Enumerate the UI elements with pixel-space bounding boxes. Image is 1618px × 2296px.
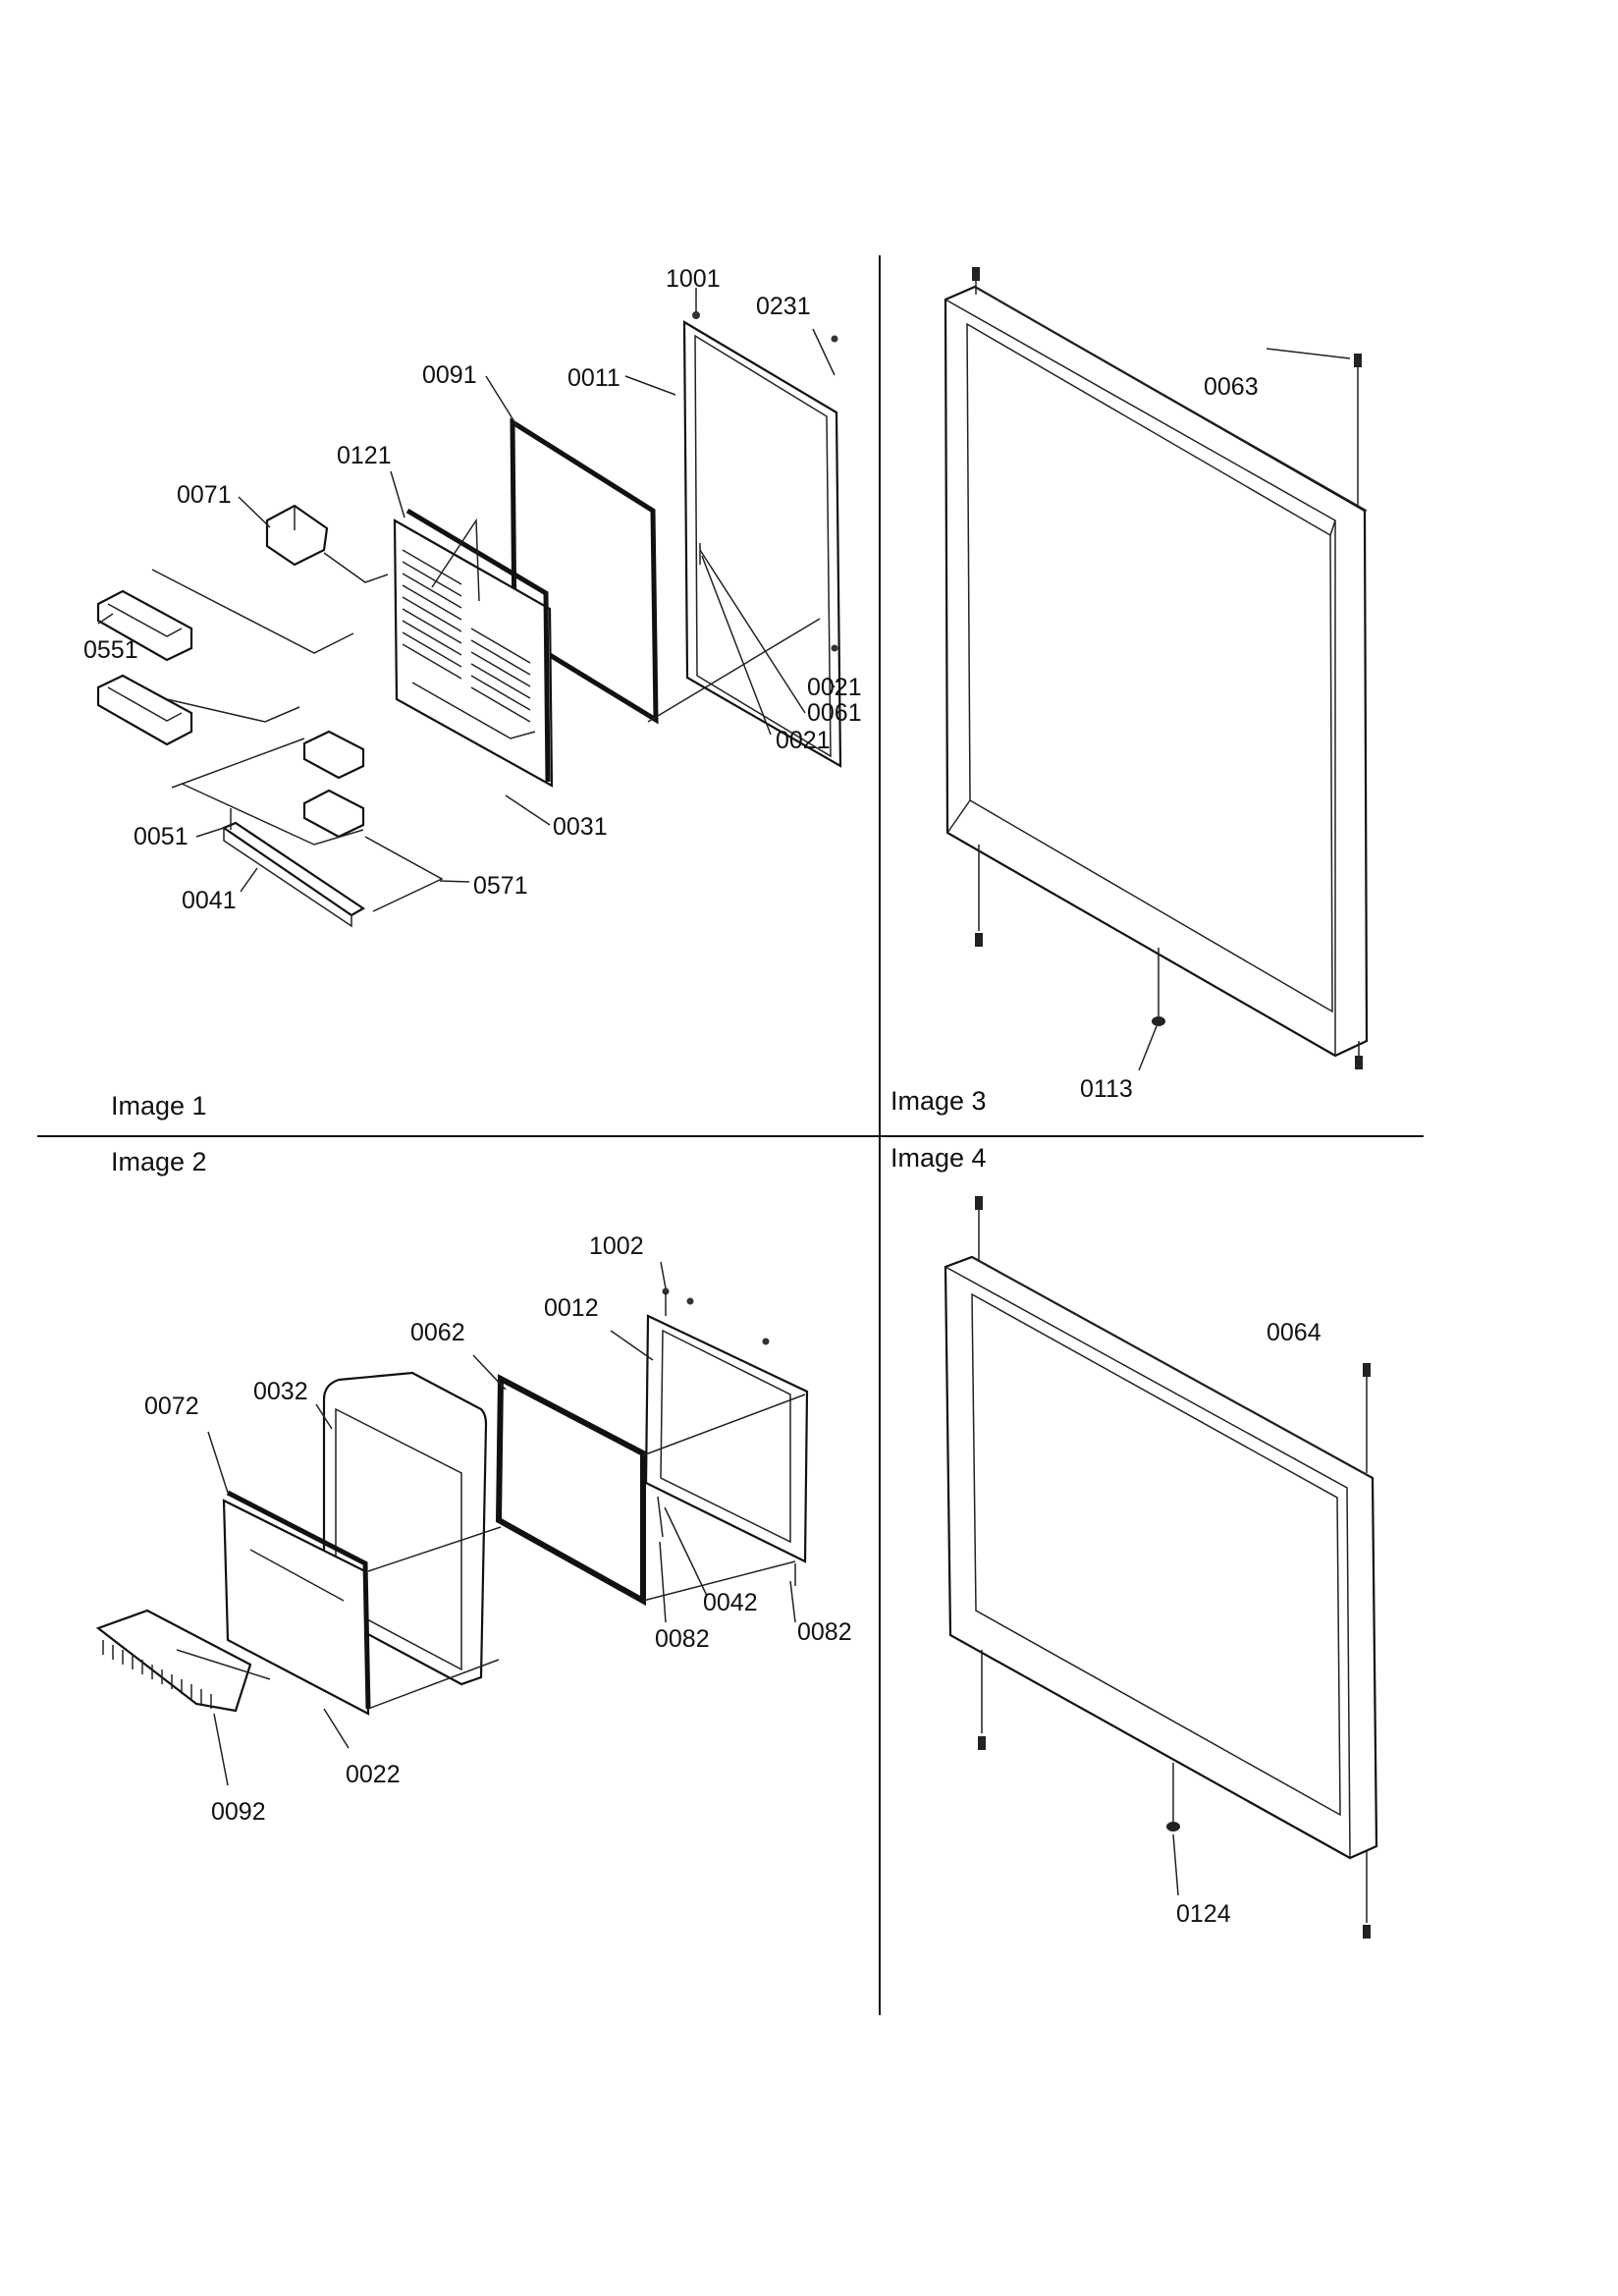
part-label: 0021: [776, 727, 831, 754]
image4-drawing: [944, 1196, 1378, 1939]
image2-drawing: [95, 1261, 809, 1786]
part-label: 1001: [666, 265, 721, 293]
part-label: 0012: [544, 1294, 599, 1322]
part-label: 0061: [807, 699, 862, 727]
part-label: 0231: [756, 293, 811, 320]
part-label: 1002: [589, 1232, 644, 1260]
part-label: 0032: [253, 1378, 308, 1405]
image3-caption: Image 3: [890, 1086, 987, 1116]
part-label: 0022: [346, 1761, 401, 1788]
part-label: 0124: [1176, 1900, 1231, 1928]
image1-drawing: [96, 288, 842, 928]
part-label: 0113: [1080, 1075, 1133, 1103]
image2-caption: Image 2: [111, 1147, 207, 1176]
part-label: 0042: [703, 1589, 758, 1616]
part-label: 0082: [655, 1625, 710, 1653]
image4-caption: Image 4: [890, 1143, 987, 1173]
image1-caption: Image 1: [111, 1091, 207, 1121]
part-label: 0011: [567, 364, 620, 392]
part-label: 0071: [177, 481, 232, 509]
part-label: 0031: [553, 813, 608, 841]
part-label: 0063: [1204, 373, 1259, 401]
part-label: 0121: [337, 442, 392, 469]
image3-drawing: [944, 267, 1369, 1071]
part-label: 0041: [182, 887, 237, 914]
part-label: 0051: [134, 823, 189, 850]
part-label: 0092: [211, 1798, 266, 1826]
part-label: 0064: [1267, 1319, 1321, 1346]
part-label: 0021: [807, 674, 862, 701]
part-label: 0062: [410, 1319, 465, 1346]
part-label: 0072: [144, 1393, 199, 1420]
part-label: 0571: [473, 872, 528, 900]
part-label: 0082: [797, 1618, 852, 1646]
part-label: 0091: [422, 361, 477, 389]
part-label: 0551: [83, 636, 138, 664]
